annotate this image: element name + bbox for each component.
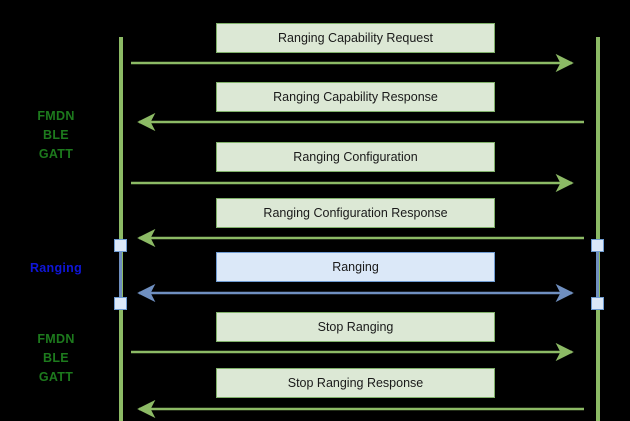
activation-bar-left [119, 247, 122, 303]
phase-label-fmdn-ble-gatt-bottom: FMDN BLE GATT [37, 332, 75, 384]
left-participant-lifeline [119, 37, 123, 421]
message-box-ranging-configuration-response: Ranging Configuration Response [216, 198, 495, 228]
activation-start-box-left [114, 239, 127, 252]
activation-start-box-right [591, 239, 604, 252]
message-box-stop-ranging-response: Stop Ranging Response [216, 368, 495, 398]
activation-end-box-left [114, 297, 127, 310]
right-participant-lifeline [596, 37, 600, 421]
activation-bar-right [596, 247, 599, 303]
message-box-ranging-capability-response: Ranging Capability Response [216, 82, 495, 112]
activation-end-box-right [591, 297, 604, 310]
message-box-ranging-configuration: Ranging Configuration [216, 142, 495, 172]
message-box-ranging-capability-request: Ranging Capability Request [216, 23, 495, 53]
phase-label-ranging: Ranging [29, 261, 83, 275]
message-box-stop-ranging: Stop Ranging [216, 312, 495, 342]
message-box-ranging: Ranging [216, 252, 495, 282]
phase-label-fmdn-ble-gatt-top: FMDN BLE GATT [37, 109, 75, 161]
